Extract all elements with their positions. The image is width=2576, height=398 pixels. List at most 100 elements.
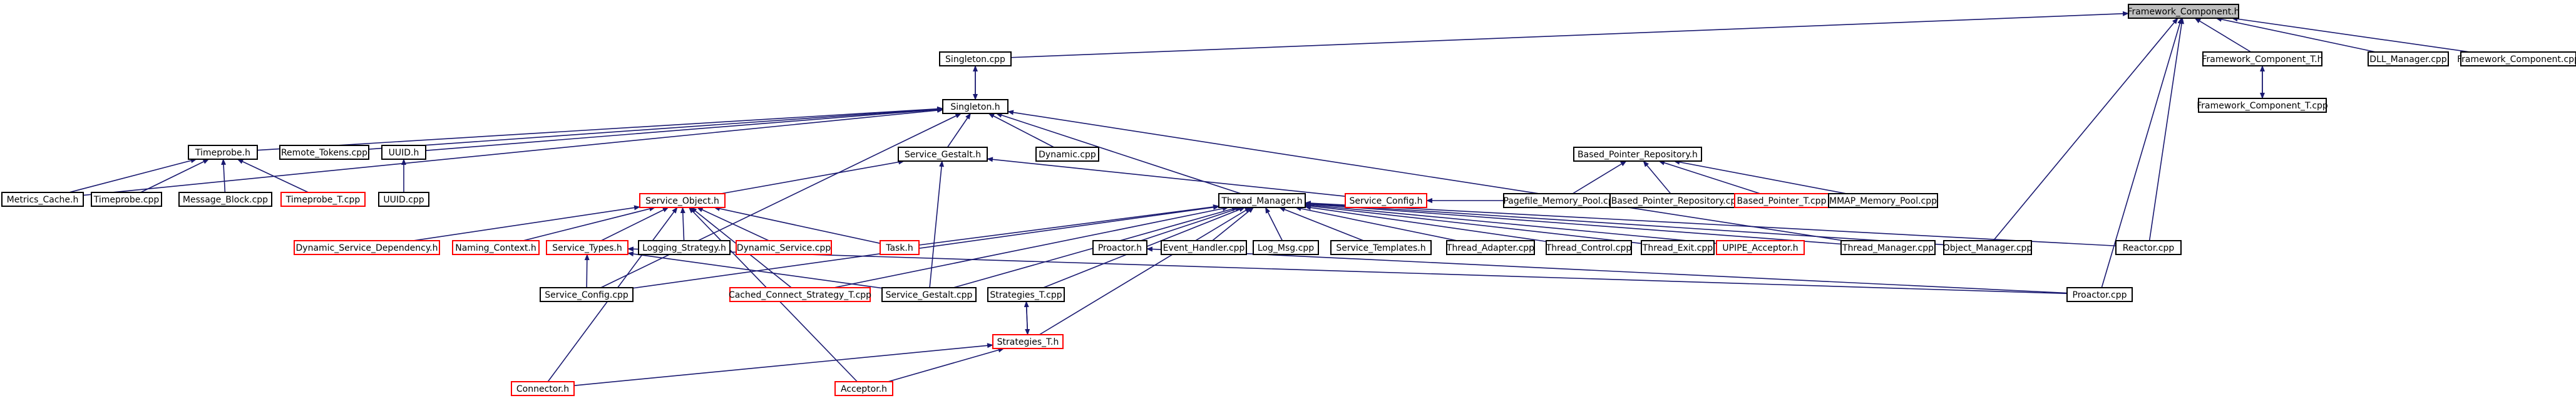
- node-box[interactable]: [381, 145, 426, 160]
- node-box[interactable]: [188, 145, 258, 160]
- node-connector-h[interactable]: Connector.h: [511, 381, 575, 396]
- edge-pagefile-to-bpr_h: [1572, 160, 1627, 194]
- edge-dll_mgr-to-fc_h: [2215, 16, 2376, 53]
- node-box[interactable]: [1573, 147, 1702, 162]
- node-proactor-h[interactable]: Proactor.h: [1092, 240, 1147, 255]
- node-box[interactable]: [280, 192, 366, 207]
- node-cached-connect[interactable]: Cached_Connect_Strategy_T.cpp: [729, 287, 871, 302]
- node-box[interactable]: [2368, 51, 2449, 66]
- node-logging-strategy[interactable]: Logging_Strategy.h: [638, 240, 731, 255]
- node-service-object-h[interactable]: Service_Object.h: [639, 193, 726, 208]
- node-service-templates[interactable]: Service_Templates.h: [1330, 240, 1432, 255]
- node-dynamic-cpp[interactable]: Dynamic.cpp: [1035, 147, 1099, 162]
- node-box[interactable]: [2128, 4, 2239, 19]
- node-box[interactable]: [1943, 240, 2032, 255]
- node-box[interactable]: [729, 287, 871, 302]
- node-box[interactable]: [880, 240, 920, 255]
- node-event-handler[interactable]: Event_Handler.cpp: [1161, 240, 1247, 255]
- node-box[interactable]: [279, 145, 369, 160]
- node-box[interactable]: [639, 193, 726, 208]
- node-upipe-acceptor[interactable]: UPIPE_Acceptor.h: [1716, 240, 1805, 255]
- node-box[interactable]: [1828, 193, 1938, 208]
- node-box[interactable]: [834, 381, 893, 396]
- node-timeprobe-t[interactable]: Timeprobe_T.cpp: [280, 192, 366, 207]
- node-box[interactable]: [881, 287, 977, 302]
- node-singleton-h[interactable]: Singleton.h: [942, 99, 1008, 114]
- node-pagefile[interactable]: Pagefile_Memory_Pool.cpp: [1503, 193, 1619, 208]
- node-dyn-dep[interactable]: Dynamic_Service_Dependency.h: [294, 240, 440, 255]
- node-remote-tokens[interactable]: Remote_Tokens.cpp: [279, 145, 369, 160]
- node-box[interactable]: [91, 192, 162, 207]
- node-box[interactable]: [540, 287, 634, 302]
- node-box[interactable]: [511, 381, 575, 396]
- node-box[interactable]: [987, 287, 1065, 302]
- node-bpr-cpp[interactable]: Based_Pointer_Repository.cpp: [1609, 193, 1743, 208]
- node-fc-h[interactable]: Framework_Component.h: [2127, 4, 2240, 19]
- node-box[interactable]: [2115, 240, 2182, 255]
- node-mmap[interactable]: MMAP_Memory_Pool.cpp: [1828, 193, 1938, 208]
- node-box[interactable]: [1716, 240, 1805, 255]
- node-proactor-cpp[interactable]: Proactor.cpp: [2066, 287, 2133, 302]
- node-box[interactable]: [939, 51, 1012, 66]
- node-box[interactable]: [1035, 147, 1099, 162]
- node-box[interactable]: [1, 192, 84, 207]
- node-box[interactable]: [942, 99, 1008, 114]
- node-uuid-cpp[interactable]: UUID.cpp: [378, 192, 429, 207]
- node-box[interactable]: [1446, 240, 1535, 255]
- node-box[interactable]: [2460, 51, 2576, 66]
- node-box[interactable]: [294, 240, 440, 255]
- node-box[interactable]: [1546, 240, 1632, 255]
- node-uuid-h[interactable]: UUID.h: [381, 145, 426, 160]
- node-service-gestalt-cpp[interactable]: Service_Gestalt.cpp: [881, 287, 977, 302]
- node-fct-h[interactable]: Framework_Component_T.h: [2202, 51, 2323, 66]
- node-acceptor-h[interactable]: Acceptor.h: [834, 381, 893, 396]
- node-thread-exit[interactable]: Thread_Exit.cpp: [1641, 240, 1715, 255]
- node-box[interactable]: [2202, 51, 2322, 66]
- node-reactor-cpp[interactable]: Reactor.cpp: [2115, 240, 2182, 255]
- node-singleton-cpp[interactable]: Singleton.cpp: [939, 51, 1012, 66]
- node-dll-mgr[interactable]: DLL_Manager.cpp: [2368, 51, 2449, 66]
- node-box[interactable]: [452, 240, 540, 255]
- node-message-block[interactable]: Message_Block.cpp: [178, 192, 272, 207]
- node-box[interactable]: [378, 192, 429, 207]
- node-thread-adapter[interactable]: Thread_Adapter.cpp: [1446, 240, 1535, 255]
- node-timeprobe-h[interactable]: Timeprobe.h: [188, 145, 258, 160]
- node-service-types-h[interactable]: Service_Types.h: [546, 240, 629, 255]
- node-box[interactable]: [1641, 240, 1715, 255]
- node-box[interactable]: [1345, 193, 1427, 208]
- node-timeprobe-cpp[interactable]: Timeprobe.cpp: [91, 192, 162, 207]
- node-fct-cpp[interactable]: Framework_Component_T.cpp: [2197, 98, 2328, 113]
- node-box[interactable]: [546, 240, 629, 255]
- node-service-config-cpp[interactable]: Service_Config.cpp: [540, 287, 634, 302]
- node-thread-manager-h[interactable]: Thread_Manager.h: [1218, 193, 1306, 208]
- node-metrics-cache[interactable]: Metrics_Cache.h: [1, 192, 84, 207]
- edge-service_gestalt_h-to-singleton_h: [947, 113, 972, 148]
- node-task-h[interactable]: Task.h: [880, 240, 920, 255]
- node-thread-manager-cpp[interactable]: Thread_Manager.cpp: [1840, 240, 1936, 255]
- node-box[interactable]: [1218, 193, 1306, 208]
- node-bpr-h[interactable]: Based_Pointer_Repository.h: [1573, 147, 1702, 162]
- node-box[interactable]: [1253, 240, 1319, 255]
- node-thread-control[interactable]: Thread_Control.cpp: [1546, 240, 1632, 255]
- node-strategies-t-h[interactable]: Strategies_T.h: [992, 334, 1064, 349]
- node-service-gestalt-h[interactable]: Service_Gestalt.h: [898, 147, 988, 162]
- node-naming-ctx[interactable]: Naming_Context.h: [452, 240, 540, 255]
- node-box[interactable]: [1840, 240, 1936, 255]
- node-box[interactable]: [2198, 98, 2327, 113]
- node-fc-cpp[interactable]: Framework_Component.cpp: [2457, 51, 2576, 66]
- node-box[interactable]: [638, 240, 731, 255]
- node-box[interactable]: [736, 240, 832, 255]
- node-bp-t[interactable]: Based_Pointer_T.cpp: [1734, 193, 1829, 208]
- node-box[interactable]: [992, 334, 1064, 349]
- node-strategies-t-cpp[interactable]: Strategies_T.cpp: [987, 287, 1065, 302]
- node-box[interactable]: [1161, 240, 1247, 255]
- node-box[interactable]: [898, 147, 988, 162]
- node-service-config-h[interactable]: Service_Config.h: [1345, 193, 1427, 208]
- node-object-manager[interactable]: Object_Manager.cpp: [1943, 240, 2033, 255]
- node-box[interactable]: [1330, 240, 1432, 255]
- node-box[interactable]: [2066, 287, 2133, 302]
- node-dynamic-service-h[interactable]: Dynamic_Service.cpp: [736, 240, 832, 255]
- node-box[interactable]: [178, 192, 272, 207]
- node-log-msg[interactable]: Log_Msg.cpp: [1253, 240, 1319, 255]
- node-box[interactable]: [1092, 240, 1147, 255]
